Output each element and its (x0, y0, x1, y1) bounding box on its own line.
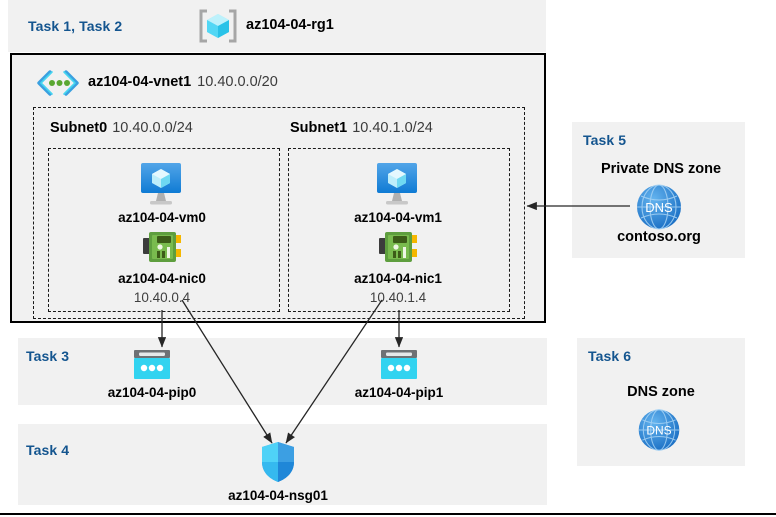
task6-heading: DNS zone (627, 384, 695, 400)
nic1-name: az104-04-nic1 (354, 271, 442, 286)
pip0-name: az104-04-pip0 (107, 385, 197, 400)
dns-icon-text: DNS (645, 200, 673, 215)
public-ip-address-icon (131, 348, 173, 382)
nic0-ip: 10.40.0.4 (133, 290, 191, 305)
task-label-3: Task 3 (26, 348, 70, 364)
subnets-outer-container (33, 107, 525, 319)
task-label-5: Task 5 (583, 132, 627, 148)
vm0-name: az104-04-vm0 (118, 210, 206, 225)
task5-zone-name: contoso.org (617, 229, 701, 245)
subnet1-label: Subnet1 (290, 120, 348, 136)
public-ip-address-icon (378, 348, 420, 382)
subnet0-cidr: 10.40.0.0/24 (112, 120, 193, 136)
dns-zone-icon: DNS (635, 407, 683, 453)
vm1-name: az104-04-vm1 (354, 210, 442, 225)
vnet-container (10, 53, 546, 323)
resource-group-band (8, 0, 546, 52)
virtual-network-icon (36, 70, 80, 96)
resource-group-name: az104-04-rg1 (246, 17, 334, 33)
nic0-name: az104-04-nic0 (118, 271, 206, 286)
vnet-title: az104-04-vnet1 10.40.0.0/20 (88, 74, 278, 90)
network-security-group-icon (260, 441, 296, 483)
network-interface-icon (377, 228, 419, 266)
vnet-address-space: 10.40.0.0/20 (197, 74, 278, 90)
task-label-1-2: Task 1, Task 2 (28, 18, 123, 34)
nic1-ip: 10.40.1.4 (369, 290, 427, 305)
subnet0-box (48, 148, 280, 312)
task5-heading: Private DNS zone (600, 161, 722, 177)
task-label-6: Task 6 (588, 348, 632, 364)
subnet1-cidr: 10.40.1.0/24 (352, 120, 433, 136)
virtual-machine-icon (371, 160, 423, 206)
bottom-border (0, 513, 776, 515)
nsg-name: az104-04-nsg01 (228, 488, 328, 503)
task-label-4: Task 4 (26, 442, 70, 458)
dns-icon-text: DNS (646, 424, 671, 438)
virtual-machine-icon (135, 160, 187, 206)
subnet0-label: Subnet0 (50, 120, 108, 136)
pip1-name: az104-04-pip1 (354, 385, 444, 400)
dns-zone-icon: DNS (633, 183, 685, 231)
resource-group-icon (198, 8, 238, 44)
network-interface-icon (141, 228, 183, 266)
task3-panel (18, 338, 547, 405)
vnet-name: az104-04-vnet1 (88, 74, 192, 90)
